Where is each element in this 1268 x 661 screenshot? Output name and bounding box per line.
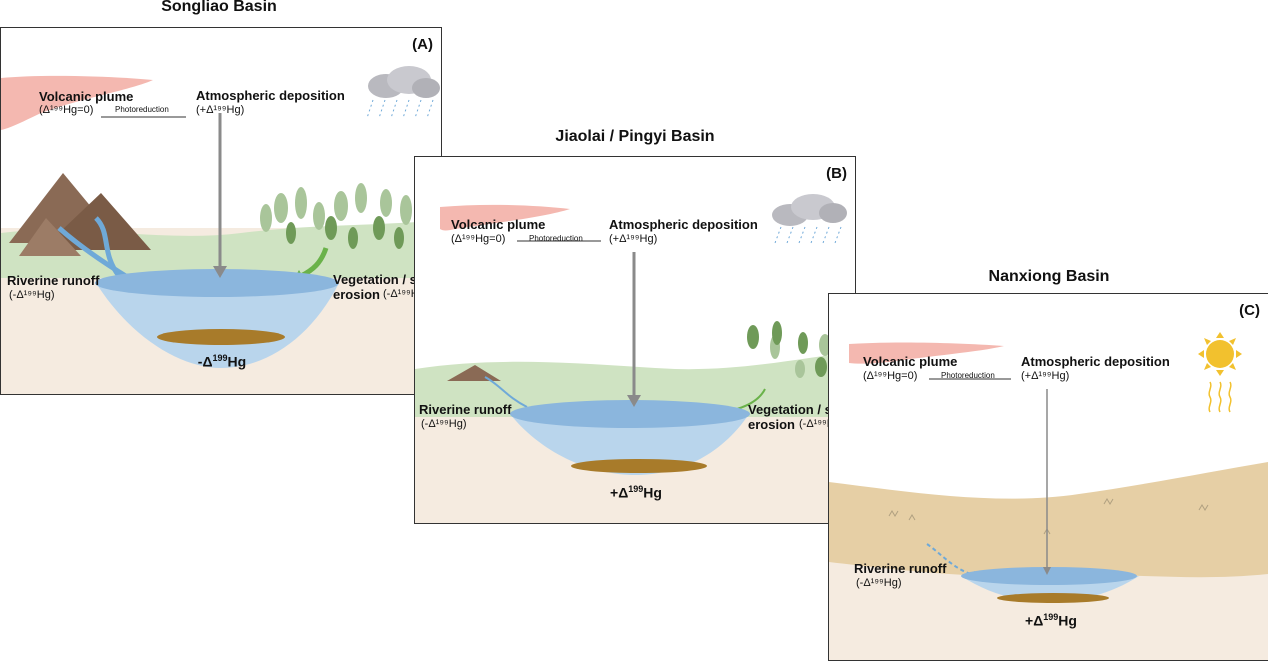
b-deposition-value: (+Δ¹⁹⁹Hg) bbox=[609, 233, 658, 245]
a-result: -Δ199Hg bbox=[197, 353, 247, 370]
panel-b: (B) Volcanic plume (Δ¹⁹⁹Hg=0) Photoreduc… bbox=[414, 156, 856, 524]
b-runoff-label: Riverine runoff bbox=[419, 402, 512, 417]
title-b: Jiaolai / Pingyi Basin bbox=[555, 128, 715, 145]
c-volcanic-value: (Δ¹⁹⁹Hg=0) bbox=[863, 370, 918, 382]
b-veg-label-1: Vegetation / soil bbox=[748, 402, 847, 417]
c-runoff-label: Riverine runoff bbox=[854, 561, 947, 576]
c-runoff-value: (-Δ¹⁹⁹Hg) bbox=[856, 577, 902, 589]
panel-b-label: (B) bbox=[826, 165, 847, 182]
a-veg-label-1: Vegetation / soil bbox=[333, 272, 432, 287]
a-volcanic-label: Volcanic plume bbox=[39, 89, 134, 104]
title-c: Nanxiong Basin bbox=[988, 268, 1110, 285]
panel-a-scene bbox=[1, 66, 441, 394]
b-volcanic-label: Volcanic plume bbox=[451, 217, 546, 232]
a-deposition-value: (+Δ¹⁹⁹Hg) bbox=[196, 104, 245, 116]
c-deposition-value: (+Δ¹⁹⁹Hg) bbox=[1021, 370, 1070, 382]
b-photoreduction: Photoreduction bbox=[529, 234, 583, 243]
a-photoreduction: Photoreduction bbox=[115, 105, 169, 114]
c-deposition-label: Atmospheric deposition bbox=[1021, 354, 1170, 369]
panel-b-scene bbox=[415, 194, 855, 523]
c-volcanic-label: Volcanic plume bbox=[863, 354, 958, 369]
c-photoreduction: Photoreduction bbox=[941, 371, 995, 380]
b-volcanic-value: (Δ¹⁹⁹Hg=0) bbox=[451, 233, 506, 245]
b-deposition-label: Atmospheric deposition bbox=[609, 217, 758, 232]
a-deposition-label: Atmospheric deposition bbox=[196, 88, 345, 103]
panel-c-label: (C) bbox=[1239, 302, 1260, 319]
a-runoff-value: (-Δ¹⁹⁹Hg) bbox=[9, 289, 55, 301]
panel-c: (C) Volcanic plume (Δ¹⁹⁹Hg=0) Photoreduc… bbox=[828, 293, 1268, 661]
panel-a: (A) Volcanic plume (Δ¹⁹⁹Hg=0) Photoreduc… bbox=[0, 27, 442, 395]
a-runoff-label: Riverine runoff bbox=[7, 273, 100, 288]
b-runoff-value: (-Δ¹⁹⁹Hg) bbox=[421, 418, 467, 430]
panel-c-scene bbox=[829, 332, 1268, 660]
sun-icon bbox=[1198, 332, 1242, 376]
a-volcanic-value: (Δ¹⁹⁹Hg=0) bbox=[39, 104, 94, 116]
panel-a-label: (A) bbox=[412, 36, 433, 53]
b-veg-label-2: erosion bbox=[748, 417, 795, 432]
c-result: +Δ199Hg bbox=[1025, 612, 1077, 629]
title-a: Songliao Basin bbox=[161, 0, 277, 15]
a-veg-label-2: erosion bbox=[333, 287, 380, 302]
b-result: +Δ199Hg bbox=[610, 484, 662, 501]
